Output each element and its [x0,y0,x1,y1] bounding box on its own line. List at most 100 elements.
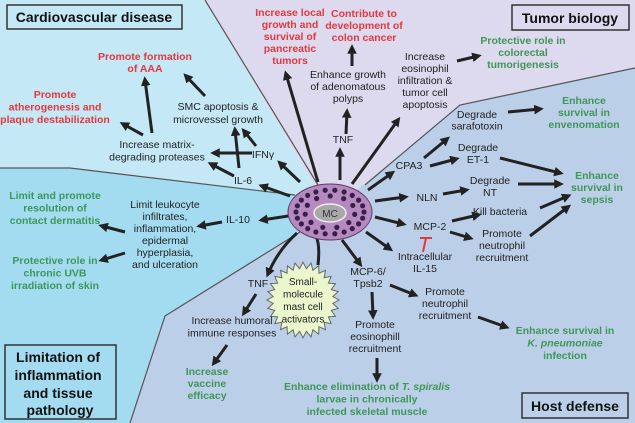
node-il6: IL-6 [234,175,252,187]
arrow [277,160,302,184]
region-divider [129,231,301,423]
arrow [449,230,474,241]
arrow [367,170,396,192]
granule [361,209,367,215]
arrow [451,211,482,223]
granule [293,209,299,215]
arrows [98,44,572,383]
granule [322,187,328,193]
granule [352,211,358,217]
granule [327,193,333,199]
title-host-text: Host defense [531,398,619,414]
arrow [423,136,450,160]
granule [349,192,355,198]
granule [313,229,319,235]
region-divider [0,167,296,196]
granule [322,231,328,237]
node-tnf-top: TNF [333,134,353,146]
arrow [389,283,419,298]
arrow [456,52,482,63]
node-tnf-bot: TNF [248,278,268,290]
arrow [183,73,207,98]
granule [332,187,338,193]
arrow [365,230,394,252]
granule [298,221,304,227]
arrow [283,70,320,183]
arrow [230,126,241,169]
node-kill: Kill bacteria [473,206,527,218]
granule [350,202,356,209]
arrow [140,76,154,134]
title-limitation: Limitation of inflammation and tissue pa… [4,344,117,420]
granule [356,197,362,203]
nucleus [313,203,347,223]
node-nln: NLN [416,192,437,204]
arrow [241,293,258,317]
arrow [98,251,126,263]
arrow [477,315,510,330]
mast-cell: MC [287,183,373,241]
region-limitation [0,168,330,423]
node-smc: SMC apoptosis &microvessel growth [173,101,263,126]
granule [341,229,347,235]
granule [320,224,326,230]
arrow [211,344,229,367]
small-molecule-activator-badge [265,261,341,339]
granule [349,226,355,232]
granule [314,195,320,202]
arrow [341,108,352,135]
node-mcp2: MCP-2 [414,221,447,233]
arrow [196,220,223,230]
arrow [350,116,401,185]
node-matrix: Increase matrix-degrading proteases [109,139,205,164]
arrow [241,128,258,147]
granule [341,196,347,202]
arrow [499,156,564,177]
arrow [374,193,409,203]
arrow [367,291,378,320]
starburst-shape [265,261,341,339]
title-tumor-text: Tumor biology [522,10,618,26]
node-mcp6: MCP-6/Tpsb2 [350,266,386,290]
title-host-defense: Host defense [521,392,629,419]
granule [305,192,311,198]
granule [305,226,311,232]
arrow [374,215,407,228]
arrow [429,155,460,168]
granule [294,215,300,221]
region-cardiovascular [0,0,330,212]
granule [360,215,366,221]
granule [308,219,314,225]
arrow [507,104,544,115]
inhibition-icon [420,237,432,253]
granule [360,203,366,209]
arrow [119,122,144,137]
granule [346,219,352,226]
region-divider [204,0,319,186]
granule [313,189,319,195]
arrow [539,193,572,210]
granule [298,197,304,203]
granules [293,187,367,237]
granule [341,189,347,195]
node-cpa3: CPA3 [396,160,423,172]
